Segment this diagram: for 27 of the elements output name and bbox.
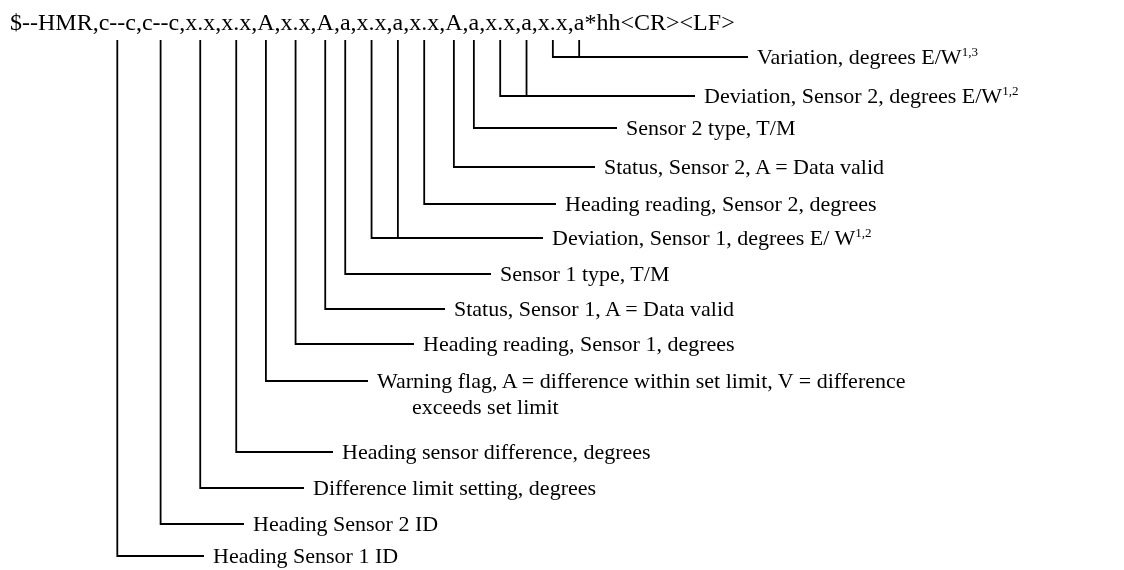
leader-line	[423, 39, 557, 205]
leader-line	[116, 39, 205, 557]
field-description: Deviation, Sensor 2, degrees E/W$^{1,2}$	[695, 83, 1019, 109]
leader-line	[324, 39, 446, 310]
field-description: Warning flag, A = difference within set limit, V = difference exceeds set limit	[368, 368, 912, 420]
field-description: Heading Sensor 2 ID	[244, 511, 439, 537]
field-description: Status, Sensor 2, A = Data valid	[595, 154, 885, 180]
field-description: Difference limit setting, degrees	[304, 475, 597, 501]
field-description: Heading sensor difference, degrees	[333, 439, 651, 465]
leader-line	[294, 39, 415, 345]
field-description: Deviation, Sensor 1, degrees E/ W$^{1,2}$	[543, 225, 872, 251]
leader-line	[472, 39, 618, 129]
field-description: Status, Sensor 1, A = Data valid	[445, 296, 735, 322]
leader-line	[453, 39, 596, 168]
field-description: Heading reading, Sensor 1, degrees	[414, 331, 735, 357]
field-description: Heading reading, Sensor 2, degrees	[556, 191, 877, 217]
leader-line	[199, 39, 305, 489]
leader-line	[397, 39, 544, 239]
leader-line	[344, 39, 492, 275]
leader-line	[159, 39, 245, 525]
leader-line	[235, 39, 334, 453]
field-description: Sensor 2 type, T/M	[617, 115, 796, 141]
leader-line	[265, 39, 369, 382]
sentence-format: $--HMR,c--c,c--c,x.x,x.x,A,x.x,A,a,x.x,a,x.x,A,a,x.x,a,x.x,a*hh<CR><LF>	[10, 8, 735, 36]
field-description: Heading Sensor 1 ID	[204, 543, 399, 569]
field-description: Variation, degrees E/W$^{1,3}$	[748, 44, 978, 70]
field-description: Sensor 1 type, T/M	[491, 261, 670, 287]
